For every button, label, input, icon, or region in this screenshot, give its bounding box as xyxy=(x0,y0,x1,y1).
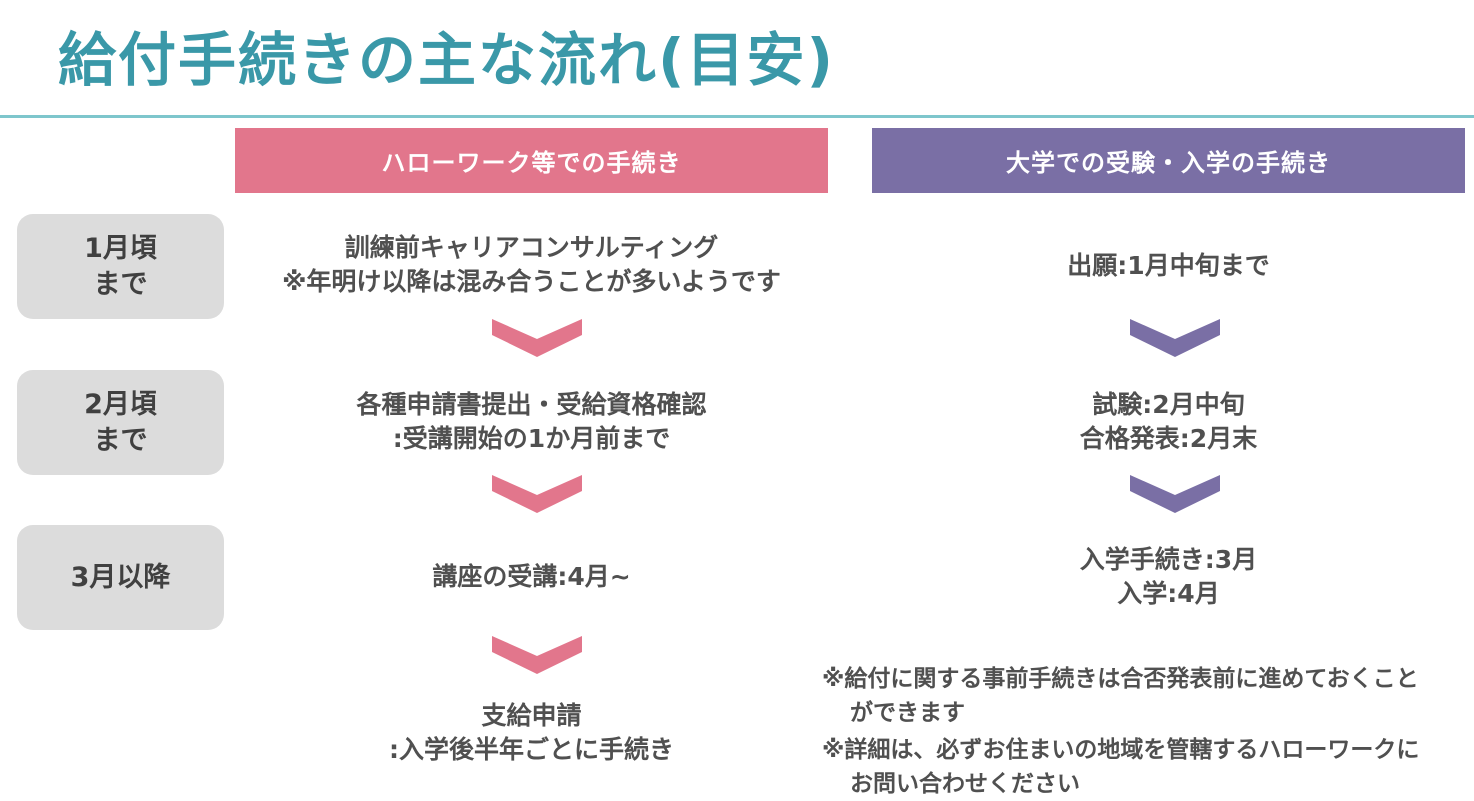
title-divider xyxy=(0,115,1474,118)
step-application-deadline: 出願:1月中旬まで xyxy=(872,249,1465,283)
chevron-down-icon xyxy=(1130,475,1220,513)
step-text: 各種申請書提出・受給資格確認 xyxy=(356,390,707,419)
period-february: 2月頃 まで xyxy=(17,370,224,475)
note-text: ※給付に関する事前手続きは合否発表前に進めておくこと xyxy=(822,666,1419,692)
step-note: 合格発表:2月末 xyxy=(1079,424,1258,453)
period-label: 3月以降 xyxy=(70,561,171,593)
chevron-down-icon xyxy=(1130,319,1220,357)
step-course: 講座の受講:4月~ xyxy=(235,560,828,594)
period-label-sub: まで xyxy=(93,424,148,456)
chevron-down-icon xyxy=(492,636,582,674)
step-note: :受講開始の1か月前まで xyxy=(392,424,671,453)
step-application: 各種申請書提出・受給資格確認 :受講開始の1か月前まで xyxy=(235,388,828,456)
note-advance-procedure: ※給付に関する事前手続きは合否発表前に進めておくこと ができます xyxy=(822,662,1472,730)
step-enrollment: 入学手続き:3月 入学:4月 xyxy=(872,543,1465,611)
chevron-down-icon xyxy=(492,475,582,513)
step-career-consulting: 訓練前キャリアコンサルティング ※年明け以降は混み合うことが多いようです xyxy=(235,231,828,299)
step-text: 入学手続き:3月 xyxy=(1079,545,1258,574)
chevron-down-icon xyxy=(492,319,582,357)
note-text-cont: お問い合わせください xyxy=(850,771,1080,797)
step-note: 入学:4月 xyxy=(1117,579,1220,608)
period-march: 3月以降 xyxy=(17,525,224,630)
step-benefit-claim: 支給申請 :入学後半年ごとに手続き xyxy=(235,699,828,767)
note-text: ※詳細は、必ずお住まいの地域を管轄するハローワークに xyxy=(822,737,1420,763)
period-label: 2月頃 xyxy=(84,388,157,420)
step-text: 支給申請 xyxy=(481,701,582,730)
step-text: 出願:1月中旬まで xyxy=(1067,251,1270,280)
step-text: 試験:2月中旬 xyxy=(1092,390,1245,419)
period-label-sub: まで xyxy=(93,268,148,300)
step-note: :入学後半年ごとに手続き xyxy=(389,735,674,764)
step-text: 訓練前キャリアコンサルティング xyxy=(344,233,719,262)
period-label: 1月頃 xyxy=(84,232,157,264)
note-contact-hellowork: ※詳細は、必ずお住まいの地域を管轄するハローワークに お問い合わせください xyxy=(822,733,1472,801)
step-text: 講座の受講:4月~ xyxy=(432,562,631,591)
header-university: 大学での受験・入学の手続き xyxy=(872,128,1465,193)
page-title: 給付手続きの主な流れ(目安) xyxy=(58,26,836,94)
header-hellowork: ハローワーク等での手続き xyxy=(235,128,828,193)
step-note: ※年明け以降は混み合うことが多いようです xyxy=(282,267,781,296)
period-january: 1月頃 まで xyxy=(17,214,224,319)
step-exam: 試験:2月中旬 合格発表:2月末 xyxy=(872,388,1465,456)
note-text-cont: ができます xyxy=(850,700,965,726)
